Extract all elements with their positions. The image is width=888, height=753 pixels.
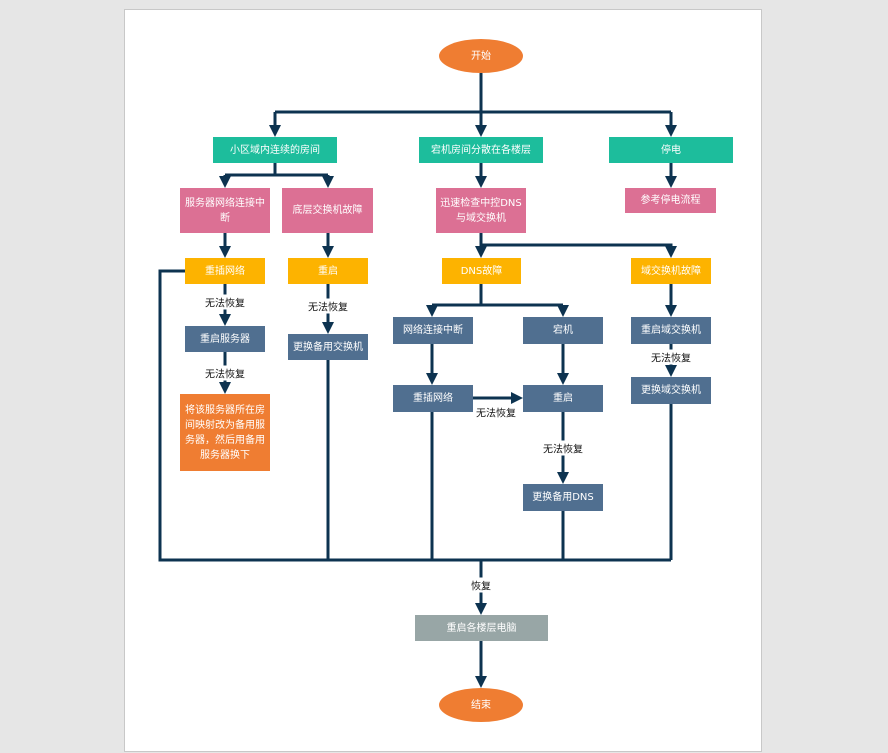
node-replug-network-2[interactable]: 重插网络 [393,385,473,412]
node-dns-fault[interactable]: DNS故障 [442,258,521,284]
edge-label-fail: 无法恢复 [476,408,516,420]
node-remap-backup-server[interactable]: 将该服务器所在房间映射改为备用服务器，然后用备用服务器换下 [180,394,270,471]
node-replug-network[interactable]: 重插网络 [185,258,265,284]
node-replace-domain-switch[interactable]: 更换域交换机 [631,377,711,404]
end-node[interactable]: 结束 [439,688,523,722]
edge [225,163,328,177]
edge [481,243,677,258]
edge-label-recover: 恢复 [470,577,492,593]
node-network-down[interactable]: 网络连接中断 [393,317,473,344]
edge [158,269,671,562]
edge [326,360,673,560]
edge-label-fail: 无法恢复 [650,349,692,365]
node-outage-procedure[interactable]: 参考停电流程 [625,188,716,213]
node-restart-server[interactable]: 重启服务器 [185,326,265,352]
node-restart[interactable]: 重启 [288,258,368,284]
node-crash[interactable]: 宕机 [523,317,603,344]
node-scattered-rooms[interactable]: 宕机房间分散在各楼层 [419,137,543,163]
node-power-outage[interactable]: 停电 [609,137,733,163]
node-server-network-down[interactable]: 服务器网络连接中断 [180,188,270,233]
edge-label-fail: 无法恢复 [204,294,246,310]
node-restart-floor-pcs[interactable]: 重启各楼层电脑 [415,615,548,641]
node-replace-backup-dns[interactable]: 更换备用DNS [523,484,603,511]
edge-label-fail: 无法恢复 [542,440,584,456]
node-restart-2[interactable]: 重启 [523,385,603,412]
node-contiguous-rooms[interactable]: 小区域内连续的房间 [213,137,337,163]
node-floor-switch-fault[interactable]: 底层交换机故障 [282,188,373,233]
node-replace-backup-switch[interactable]: 更换备用交换机 [288,334,368,360]
edge-label-fail: 无法恢复 [204,365,246,381]
edge-label-fail: 无法恢复 [307,298,349,314]
edge [432,284,563,307]
node-check-dns-switch[interactable]: 迅速检查中控DNS与域交换机 [436,188,526,233]
node-restart-domain-switch[interactable]: 重启域交换机 [631,317,711,344]
start-node[interactable]: 开始 [439,39,523,73]
node-domain-switch-fault[interactable]: 域交换机故障 [631,258,711,284]
